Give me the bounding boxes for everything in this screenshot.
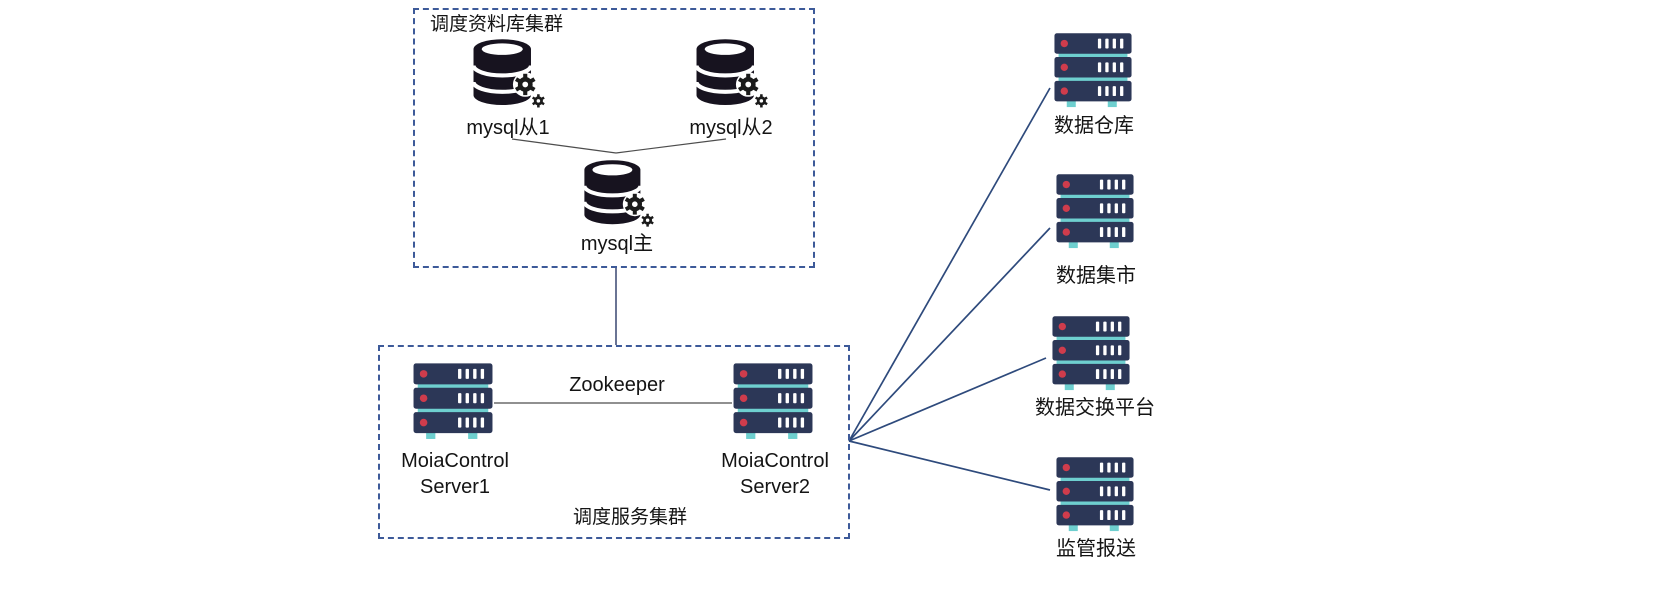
data-exchange-server-icon — [1050, 315, 1132, 393]
data-warehouse-server-icon — [1052, 32, 1134, 110]
db-cluster-title: 调度资料库集群 — [430, 14, 564, 35]
connector-to-data-exchange — [848, 357, 1047, 442]
mysql-slave1-label: mysql从1 — [466, 117, 550, 139]
mysql-slave1-database-icon — [455, 36, 561, 114]
connector-to-data-mart — [848, 227, 1051, 442]
regulatory-report-server-icon — [1054, 456, 1136, 534]
data-warehouse-label: 数据仓库 — [1054, 115, 1134, 137]
connector-to-data-warehouse — [848, 87, 1051, 442]
server2-name-line2: Server2 — [739, 476, 811, 498]
mysql-slave2-label: mysql从2 — [689, 117, 773, 139]
server1-name-line2: Server1 — [419, 476, 491, 498]
service-cluster-title: 调度服务集群 — [572, 507, 688, 528]
data-mart-label: 数据集市 — [1056, 265, 1136, 287]
db-cluster-box — [413, 8, 815, 268]
data-exchange-label: 数据交换平台 — [1035, 397, 1155, 419]
zookeeper-link-label: Zookeeper — [569, 374, 665, 396]
mysql-slave2-database-icon — [678, 36, 784, 114]
connector-to-regulatory-report — [848, 440, 1051, 491]
regulatory-report-label: 监管报送 — [1056, 538, 1136, 560]
server1-name-line1: MoiaControl — [401, 450, 509, 472]
service-cluster-box — [378, 345, 850, 539]
moiacontrol-server2-label: MoiaControl Server2 — [721, 448, 829, 500]
mysql-master-label: mysql主 — [580, 233, 654, 255]
server2-name-line1: MoiaControl — [721, 450, 829, 472]
mysql-master-database-icon — [565, 157, 671, 233]
data-mart-server-icon — [1054, 173, 1136, 251]
moiacontrol-server2-icon — [731, 362, 815, 442]
moiacontrol-server1-icon — [411, 362, 495, 442]
moiacontrol-server1-label: MoiaControl Server1 — [401, 448, 509, 500]
